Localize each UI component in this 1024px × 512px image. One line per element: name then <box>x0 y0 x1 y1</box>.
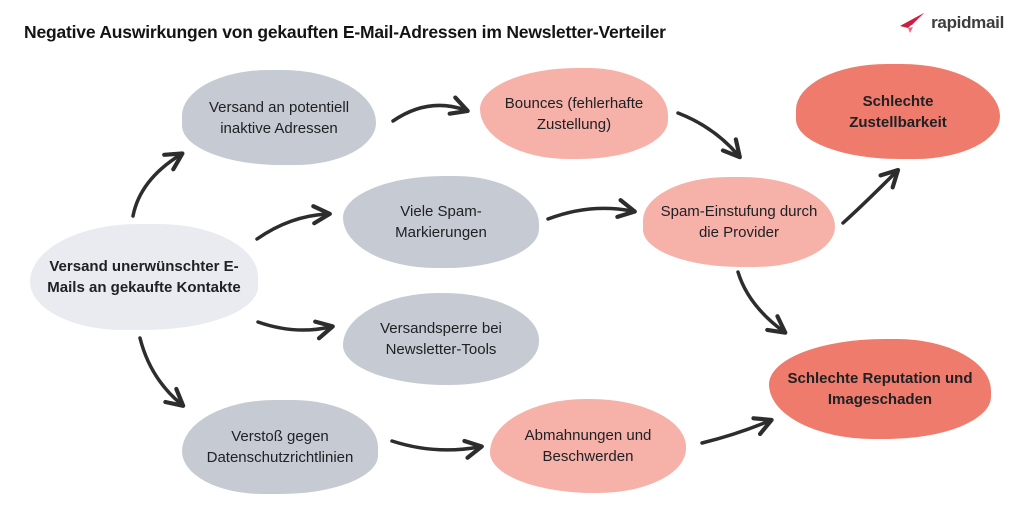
arrow-inactive-to-bounces <box>391 95 470 123</box>
node-root-versand-unerwuenschter: Versand unerwünschter E-Mails an gekauft… <box>30 224 258 330</box>
arrow-root-to-blocking <box>256 319 335 341</box>
page-title: Negative Auswirkungen von gekauften E-Ma… <box>24 22 666 42</box>
arrow-bounces-to-spamrating <box>676 111 742 160</box>
arrow-violation-to-warnings <box>390 438 484 460</box>
arrow-root-to-violation <box>138 336 186 408</box>
node-cause-inaktive-adressen: Versand an potentiell inaktive Adressen <box>182 70 376 165</box>
paper-plane-icon <box>899 12 925 34</box>
rapidmail-logo: rapidmail <box>899 12 1004 34</box>
arrow-spammarks-to-spamrating <box>546 198 637 221</box>
node-effect-bounces: Bounces (fehlerhafte Zustellung) <box>480 68 668 159</box>
arrow-warnings-to-reputation <box>700 416 774 445</box>
arrow-spamrating-to-reputation <box>736 270 788 335</box>
node-cause-datenschutz-verstoss: Verstoß gegen Datenschutzrichtlinien <box>182 400 378 494</box>
node-cause-versandsperre: Versandsperre bei Newsletter-Tools <box>343 293 539 385</box>
arrow-root-to-spam-marks <box>255 204 332 241</box>
logo-wordmark: rapidmail <box>931 13 1004 32</box>
node-outcome-zustellbarkeit: Schlechte Zustellbarkeit <box>796 64 1000 159</box>
node-effect-spam-einstufung: Spam-Einstufung durch die Provider <box>643 177 835 267</box>
arrow-spamrating-to-deliverability <box>841 167 901 225</box>
node-effect-abmahnungen: Abmahnungen und Beschwerden <box>490 399 686 493</box>
arrow-root-to-inactive <box>131 151 185 218</box>
node-cause-spam-markierungen: Viele Spam-Markierungen <box>343 176 539 268</box>
node-outcome-reputation: Schlechte Reputation und Imageschaden <box>769 339 991 439</box>
